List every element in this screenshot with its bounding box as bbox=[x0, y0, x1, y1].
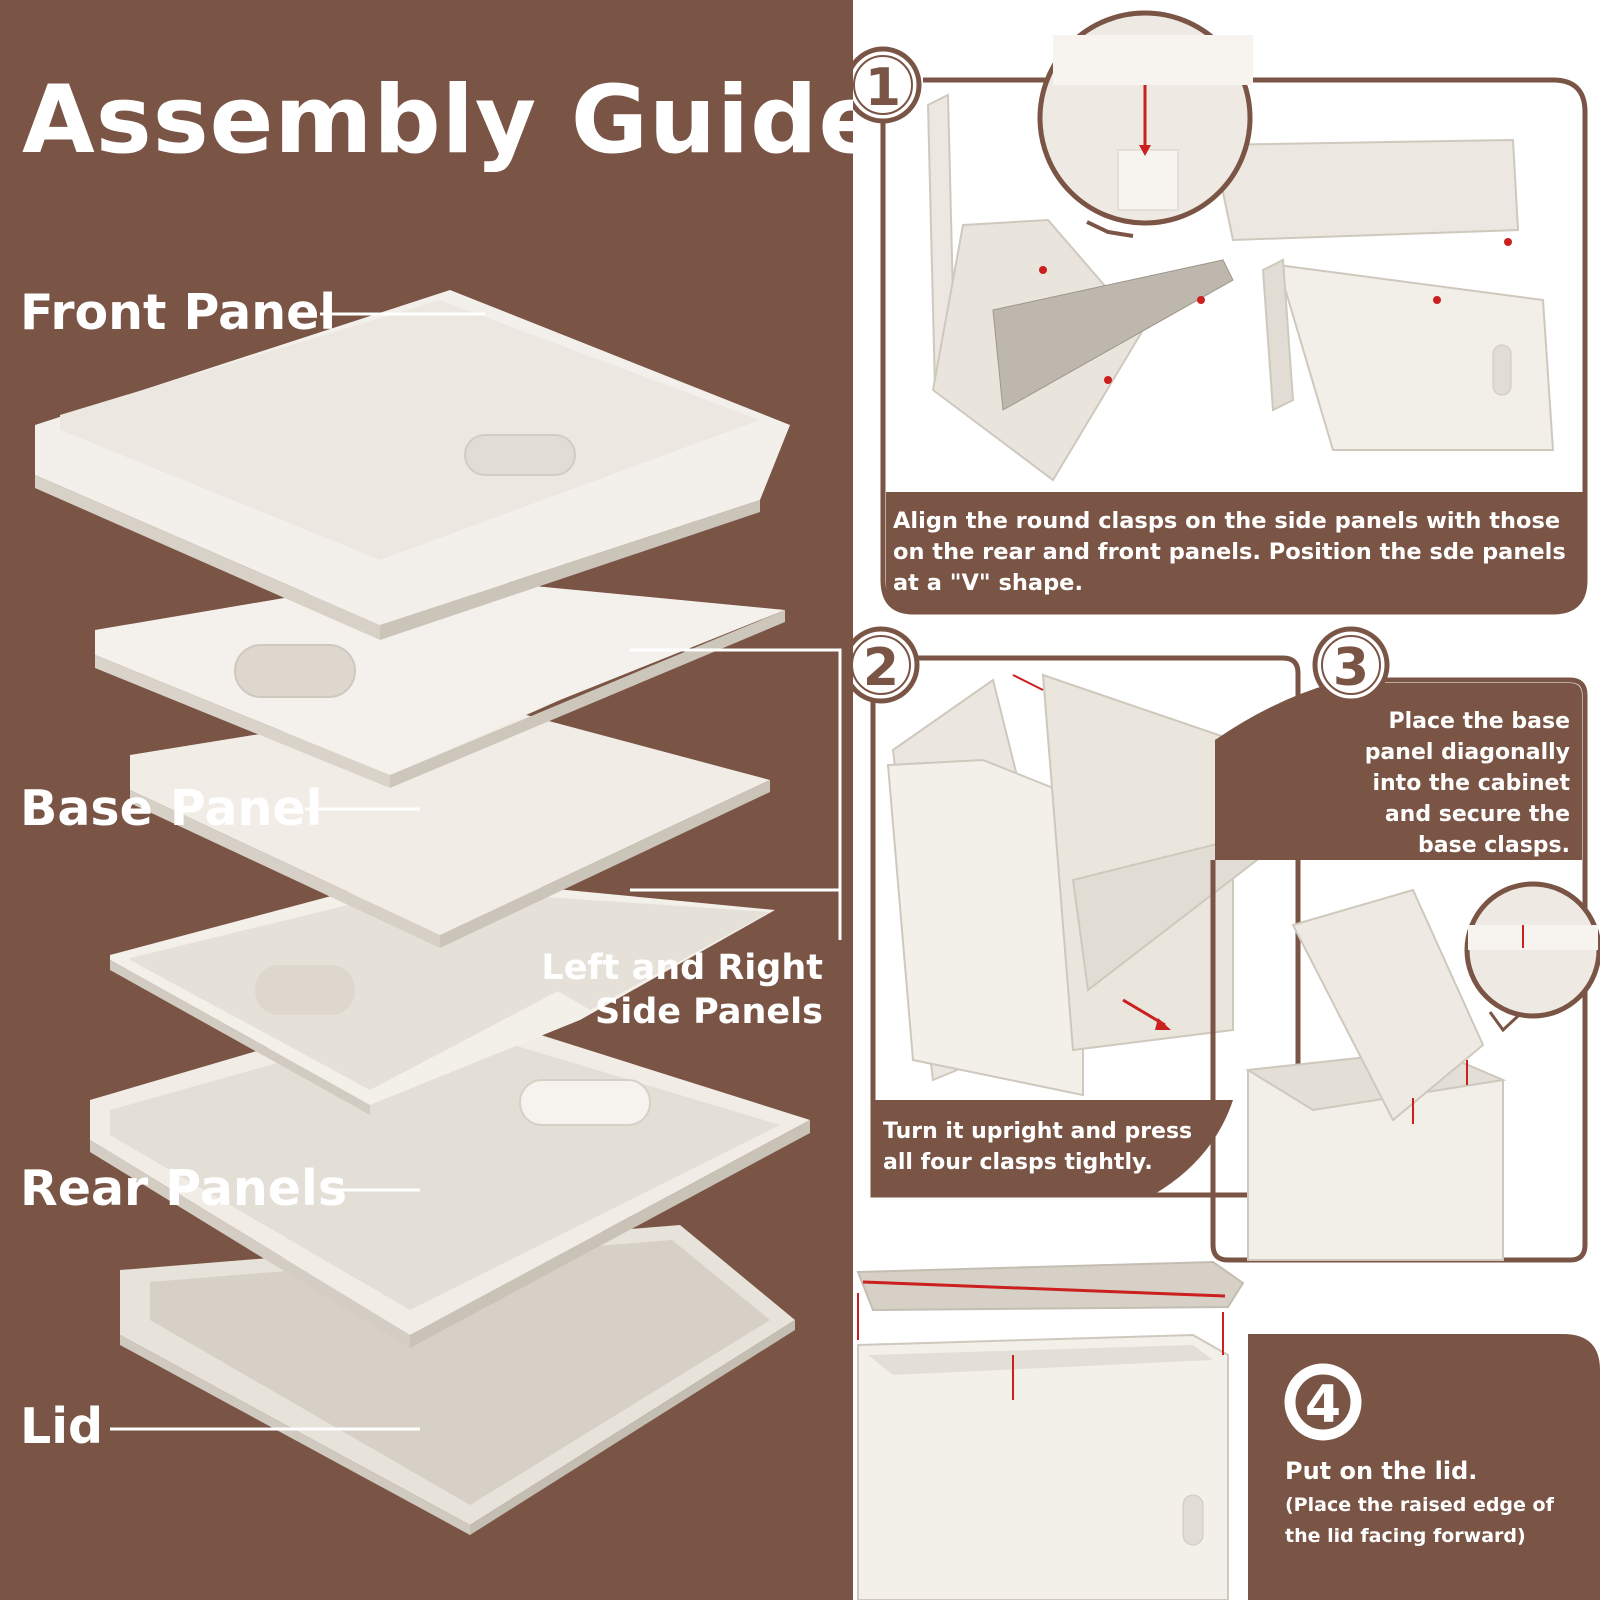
base-panel-label: Base Panel bbox=[20, 780, 323, 837]
step-1-text: Align the round clasps on the side panel… bbox=[893, 506, 1566, 599]
step-4-text: Put on the lid. (Place the raised edge o… bbox=[1285, 1452, 1554, 1552]
lid-part bbox=[120, 1225, 795, 1535]
step-3-frame bbox=[1210, 677, 1600, 1263]
side-panels-label-line-1: Left and Right bbox=[541, 948, 823, 988]
step-4-badge bbox=[1284, 1363, 1362, 1441]
step-2-number: 2 bbox=[863, 638, 899, 698]
front-panel-inner-part bbox=[95, 575, 785, 788]
steps-illustration: 1 2 3 4 bbox=[842, 10, 1600, 1600]
side-panels-label: Left and Right Side Panels bbox=[541, 946, 823, 1034]
leader-lines bbox=[110, 312, 842, 1431]
side-panels-label-line-2: Side Panels bbox=[595, 992, 823, 1032]
step-4-line-2: (Place the raised edge of bbox=[1285, 1494, 1554, 1516]
step-3-line-4: and secure the bbox=[1384, 802, 1570, 827]
step-2-text: Turn it upright and press all four clasp… bbox=[883, 1116, 1192, 1178]
front-panel-label: Front Panel bbox=[20, 284, 337, 341]
lid-label: Lid bbox=[20, 1398, 104, 1455]
step-3-line-2: panel diagonally bbox=[1364, 740, 1570, 765]
step-4-number: 4 bbox=[1305, 1375, 1341, 1435]
step-3-line-3: into the cabinet bbox=[1372, 771, 1570, 796]
step-4-line-1: Put on the lid. bbox=[1285, 1457, 1478, 1485]
step-2-line-2: all four clasps tightly. bbox=[883, 1150, 1153, 1175]
step-2-line-1: Turn it upright and press bbox=[883, 1119, 1193, 1144]
steps-section: 1 2 3 4 Align the round clasps on the si… bbox=[842, 0, 1600, 1600]
step-1-number: 1 bbox=[865, 58, 901, 118]
step-1-line-2: on the rear and front panels. Position t… bbox=[893, 539, 1566, 565]
step-4-line-3: the lid facing forward) bbox=[1285, 1525, 1526, 1547]
step-3-badge bbox=[1312, 626, 1390, 704]
page-title: Assembly Guide bbox=[22, 66, 884, 175]
step-1-frame bbox=[880, 10, 1588, 615]
rear-panels-label: Rear Panels bbox=[20, 1160, 347, 1217]
step-3-line-1: Place the base bbox=[1388, 709, 1571, 734]
step-3-number: 3 bbox=[1333, 638, 1369, 698]
rear-panel-part bbox=[90, 1000, 810, 1348]
step-1-line-3: at a "V" shape. bbox=[893, 570, 1083, 596]
step-2-badge bbox=[842, 626, 920, 704]
step-1-badge bbox=[844, 46, 922, 124]
front-panel-part bbox=[35, 290, 790, 640]
side-panels-leader-top bbox=[630, 648, 842, 940]
step-3-line-5: base clasps. bbox=[1418, 833, 1570, 858]
step-1-line-1: Align the round clasps on the side panel… bbox=[893, 508, 1561, 534]
step-2-frame bbox=[870, 655, 1301, 1198]
step-3-text: Place the base panel diagonally into the… bbox=[1365, 706, 1570, 861]
exploded-view-section: Assembly Guide Front Panel Base Panel Le… bbox=[0, 0, 853, 1600]
base-panel-part bbox=[130, 700, 770, 948]
exploded-view-illustration bbox=[0, 0, 853, 1600]
